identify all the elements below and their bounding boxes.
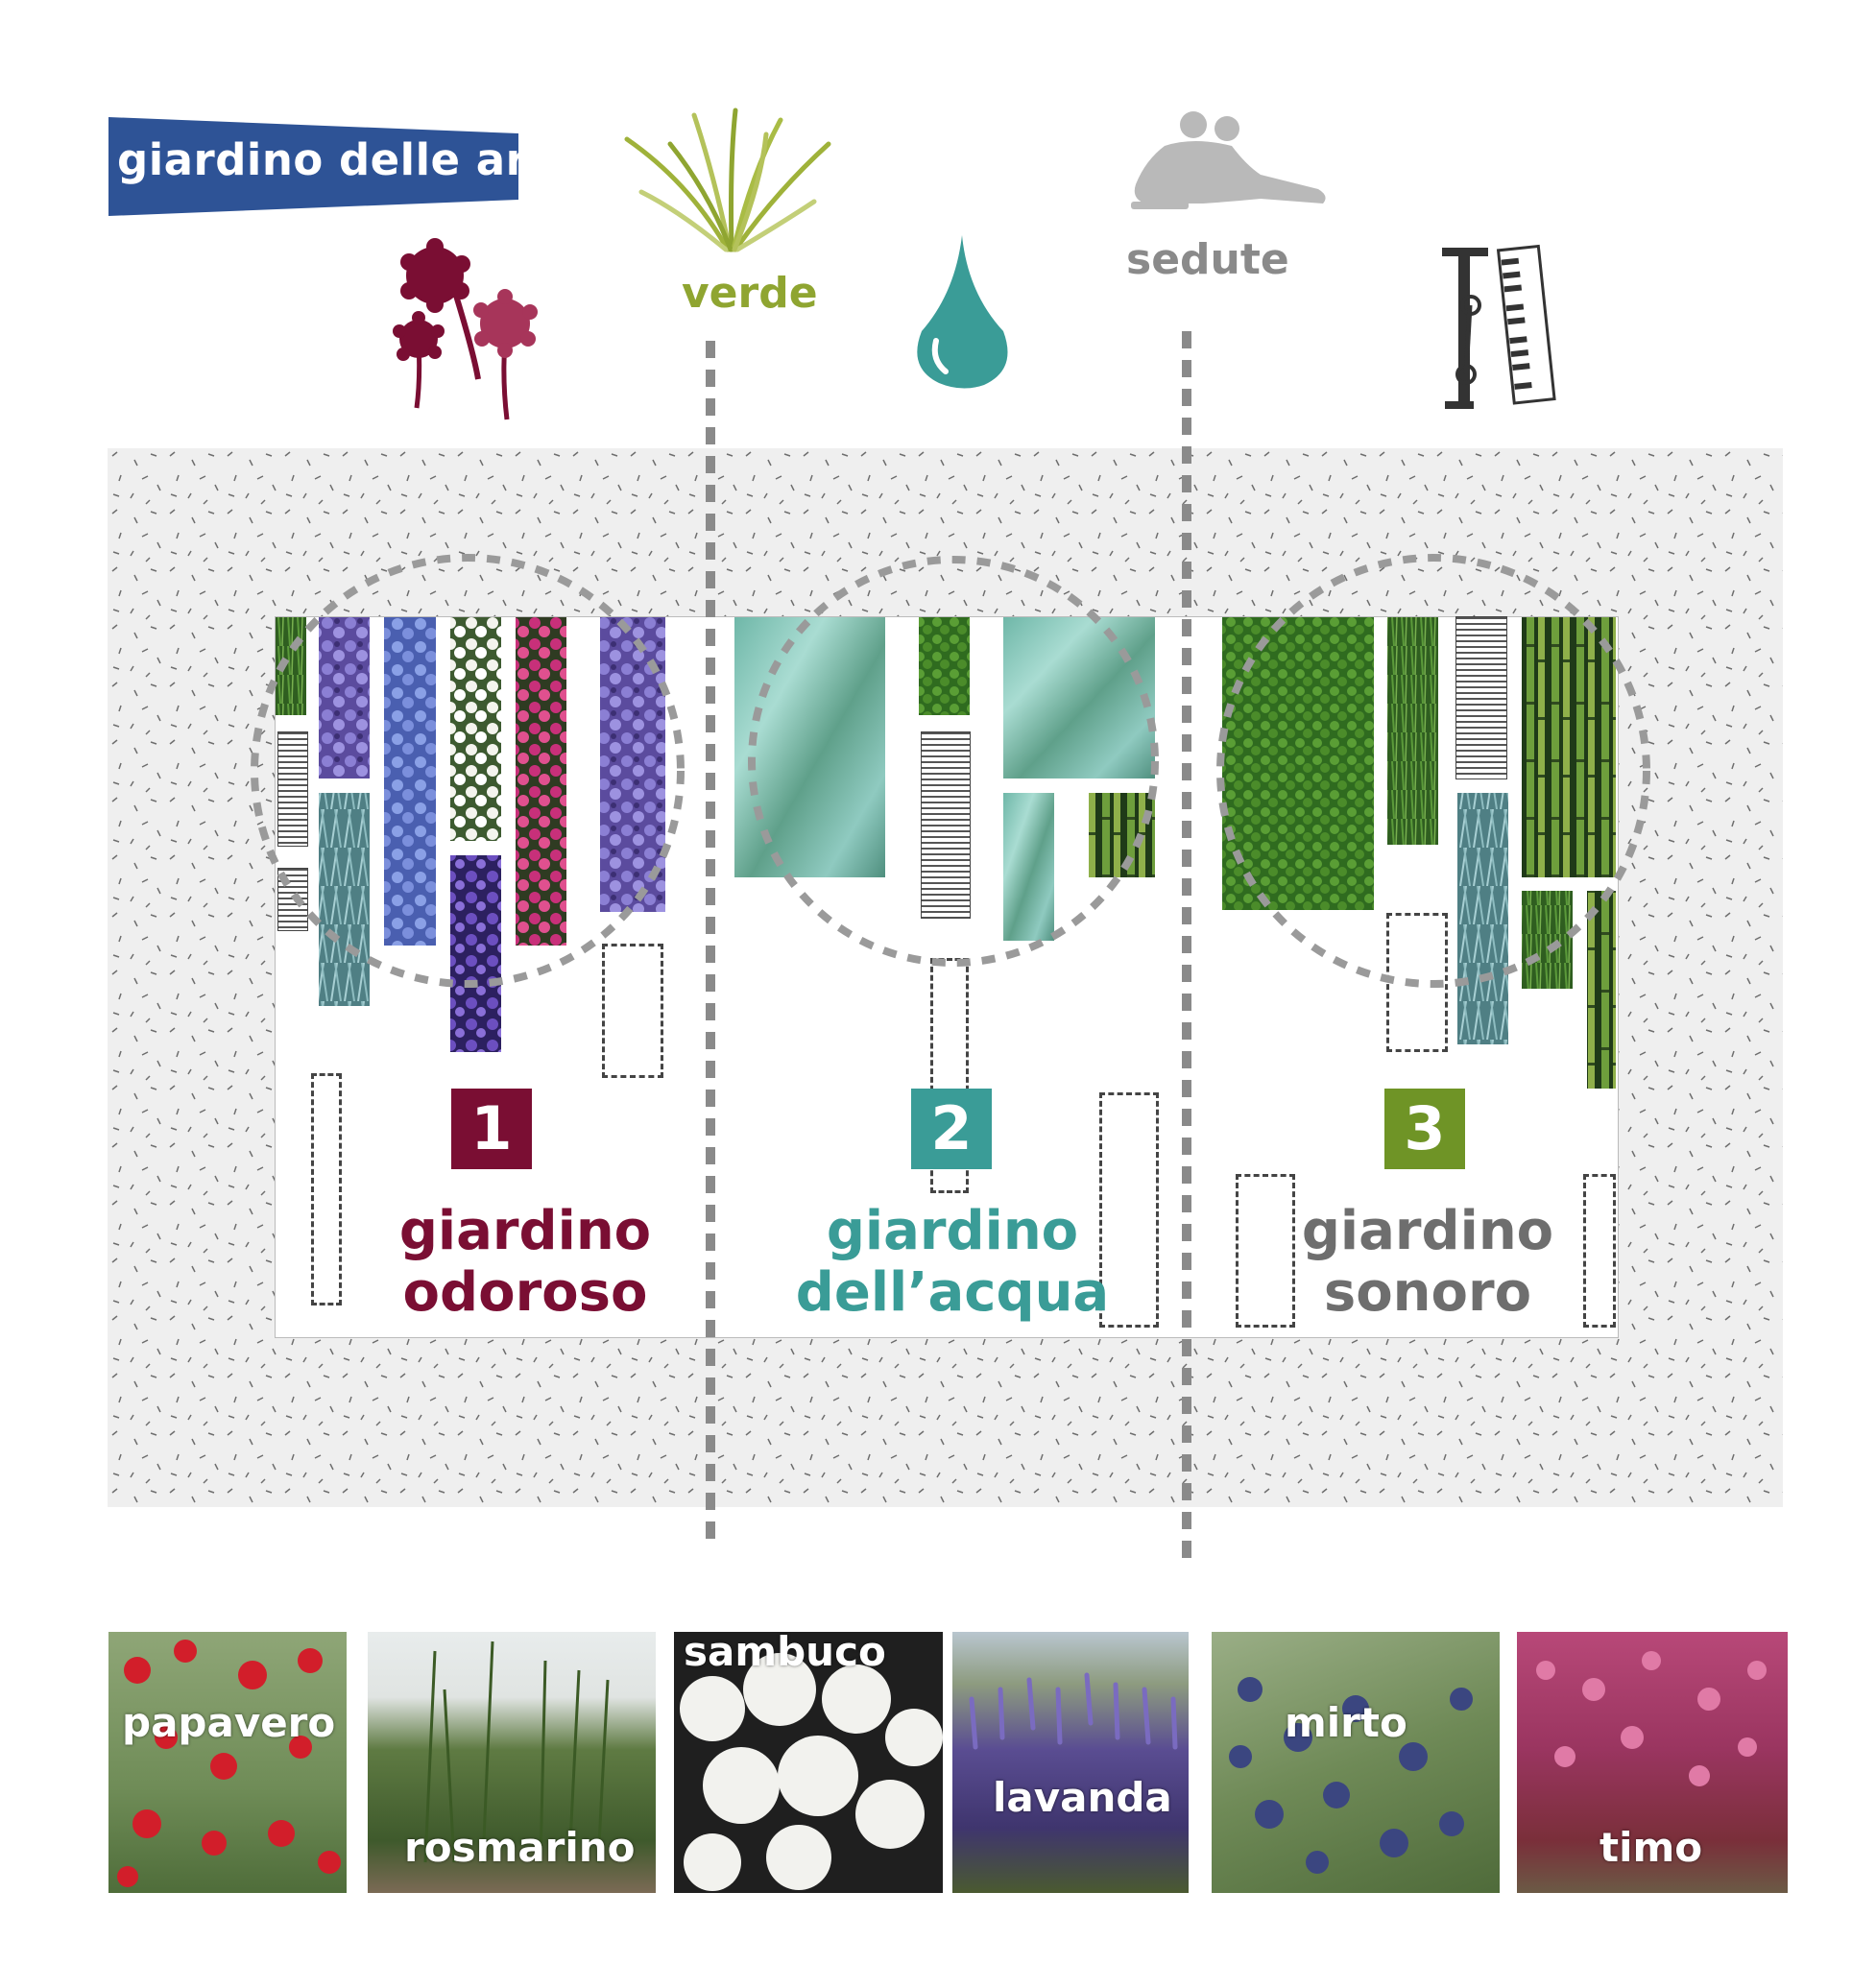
page-title: giardino delle arti	[117, 134, 565, 185]
plant-label: mirto	[1285, 1699, 1407, 1746]
legend-sedute-label: sedute	[1126, 235, 1289, 284]
plant-photo-lavanda: lavanda	[952, 1632, 1189, 1893]
seated-people-icon	[1131, 111, 1326, 209]
seating-area	[1583, 1174, 1616, 1328]
bench	[277, 731, 308, 847]
seating-area	[930, 958, 969, 1193]
water-drop-icon	[917, 235, 1008, 389]
garden-number-1: 1	[451, 1089, 532, 1169]
zone-divider	[706, 341, 715, 1550]
bench	[921, 731, 971, 919]
bench	[1455, 616, 1507, 779]
garden-circles	[251, 554, 1650, 988]
garden-title-1: giardino odoroso	[398, 1200, 652, 1324]
title-banner	[108, 117, 518, 216]
plant-label: lavanda	[993, 1774, 1172, 1821]
garden-number-2: 2	[911, 1089, 992, 1169]
grass-icon	[624, 108, 831, 252]
plant-label: rosmarino	[404, 1824, 636, 1871]
seating-area	[311, 1073, 342, 1305]
plant-label: papavero	[122, 1699, 336, 1746]
plant-photo-papavero: papavero	[108, 1632, 347, 1893]
plant-photo-timo: timo	[1517, 1632, 1788, 1893]
garden-number-3: 3	[1384, 1089, 1465, 1169]
garden-plan: 1 giardino odoroso 2 giardino dell’acqua…	[251, 554, 1650, 1338]
seating-area	[1236, 1174, 1295, 1328]
plant-photo-mirto: mirto	[1212, 1632, 1500, 1893]
plant-photo-sambuco: sambuco	[674, 1632, 943, 1893]
flower-icon	[393, 238, 538, 420]
plant-photo-rosmarino: rosmarino	[368, 1632, 656, 1893]
garden-title-3: giardino sonoro	[1301, 1200, 1554, 1324]
zone-divider	[1182, 331, 1191, 1560]
seating-area	[602, 944, 663, 1078]
garden-title-2: giardino dell’acqua	[795, 1200, 1110, 1324]
seating-area	[1099, 1092, 1159, 1328]
plan-textures	[276, 617, 1616, 1089]
legend-verde-label: verde	[682, 269, 818, 318]
music-instruments-icon	[1442, 244, 1556, 409]
plant-label: sambuco	[684, 1632, 886, 1675]
plant-label: timo	[1599, 1824, 1703, 1871]
